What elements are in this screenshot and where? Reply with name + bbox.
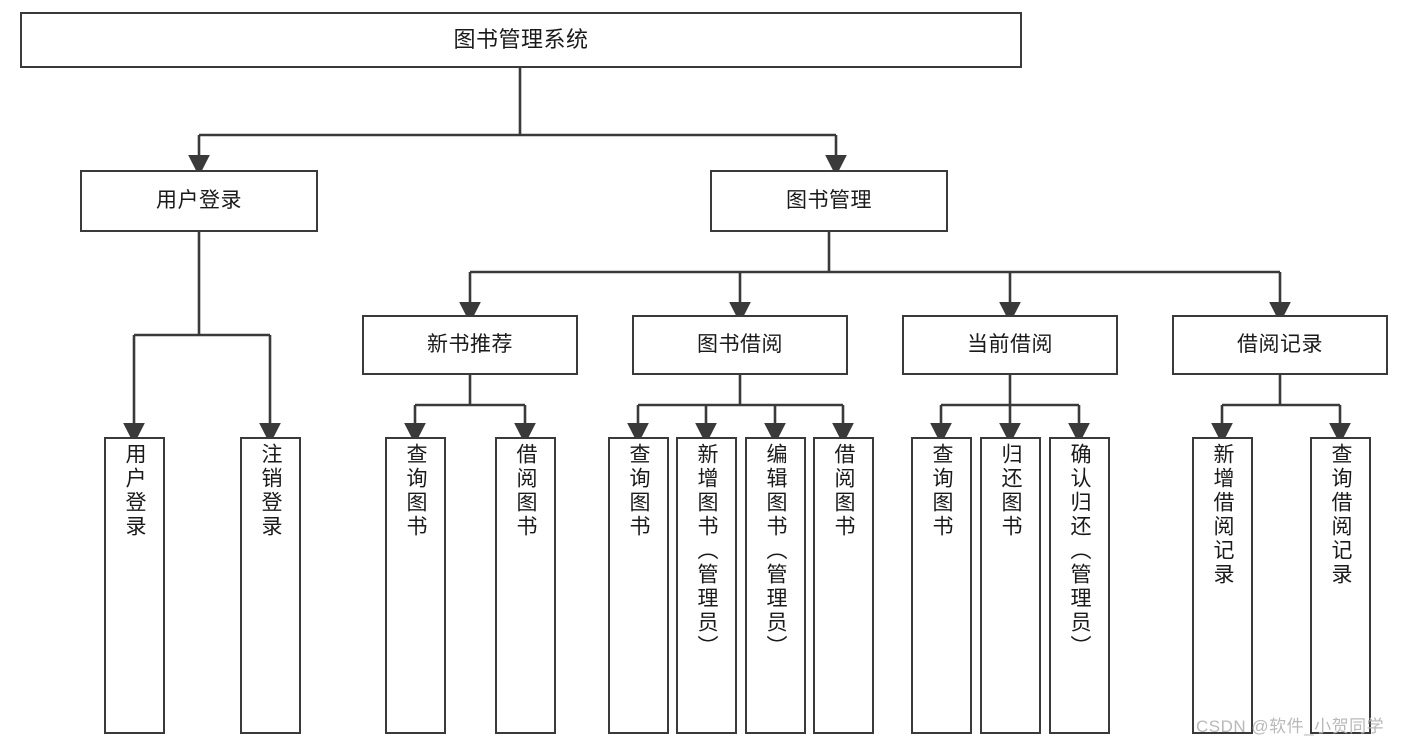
leaf-edit-book[interactable]: 编辑图书（管理员） (745, 437, 806, 734)
node-label: 查询图书 (627, 443, 650, 539)
node-label: 借阅记录 (1237, 332, 1323, 356)
leaf-query-book-1[interactable]: 查询图书 (385, 437, 446, 734)
node-new-book-recommend[interactable]: 新书推荐 (362, 315, 578, 375)
leaf-borrow-book-2[interactable]: 借阅图书 (813, 437, 874, 734)
node-label: 新增借阅记录 (1211, 443, 1234, 587)
node-label: 借阅图书 (514, 443, 537, 539)
node-book-management[interactable]: 图书管理 (710, 170, 948, 232)
csdn-watermark: CSDN @软件_小贺同学 (1196, 717, 1385, 736)
node-label: 归还图书 (999, 443, 1022, 539)
node-root-system[interactable]: 图书管理系统 (20, 12, 1022, 68)
node-label: 用户登录 (123, 443, 146, 539)
leaf-add-borrow-record[interactable]: 新增借阅记录 (1192, 437, 1253, 734)
leaf-user-login[interactable]: 用户登录 (104, 437, 165, 734)
node-label: 新书推荐 (427, 332, 513, 356)
node-current-borrow[interactable]: 当前借阅 (902, 315, 1118, 375)
node-label: 新增图书（管理员） (695, 443, 718, 659)
leaf-add-book[interactable]: 新增图书（管理员） (676, 437, 737, 734)
node-label: 图书管理 (786, 188, 872, 212)
node-book-borrow[interactable]: 图书借阅 (632, 315, 848, 375)
leaf-query-borrow-record[interactable]: 查询借阅记录 (1310, 437, 1371, 734)
node-label: 借阅图书 (832, 443, 855, 539)
leaf-return-book[interactable]: 归还图书 (980, 437, 1041, 734)
node-user-login[interactable]: 用户登录 (80, 170, 318, 232)
node-borrow-record[interactable]: 借阅记录 (1172, 315, 1388, 375)
leaf-confirm-return[interactable]: 确认归还（管理员） (1049, 437, 1110, 734)
leaf-logout-login[interactable]: 注销登录 (240, 437, 301, 734)
leaf-borrow-book-1[interactable]: 借阅图书 (495, 437, 556, 734)
node-label: 编辑图书（管理员） (764, 443, 787, 659)
node-label: 查询图书 (404, 443, 427, 539)
node-label: 确认归还（管理员） (1068, 443, 1091, 659)
node-label: 注销登录 (259, 443, 282, 539)
node-label: 当前借阅 (967, 332, 1053, 356)
node-label: 查询图书 (930, 443, 953, 539)
leaf-query-book-2[interactable]: 查询图书 (608, 437, 669, 734)
node-label: 用户登录 (156, 188, 242, 212)
leaf-query-book-3[interactable]: 查询图书 (911, 437, 972, 734)
node-label: 查询借阅记录 (1329, 443, 1352, 587)
node-label: 图书管理系统 (453, 27, 589, 53)
node-label: 图书借阅 (697, 332, 783, 356)
